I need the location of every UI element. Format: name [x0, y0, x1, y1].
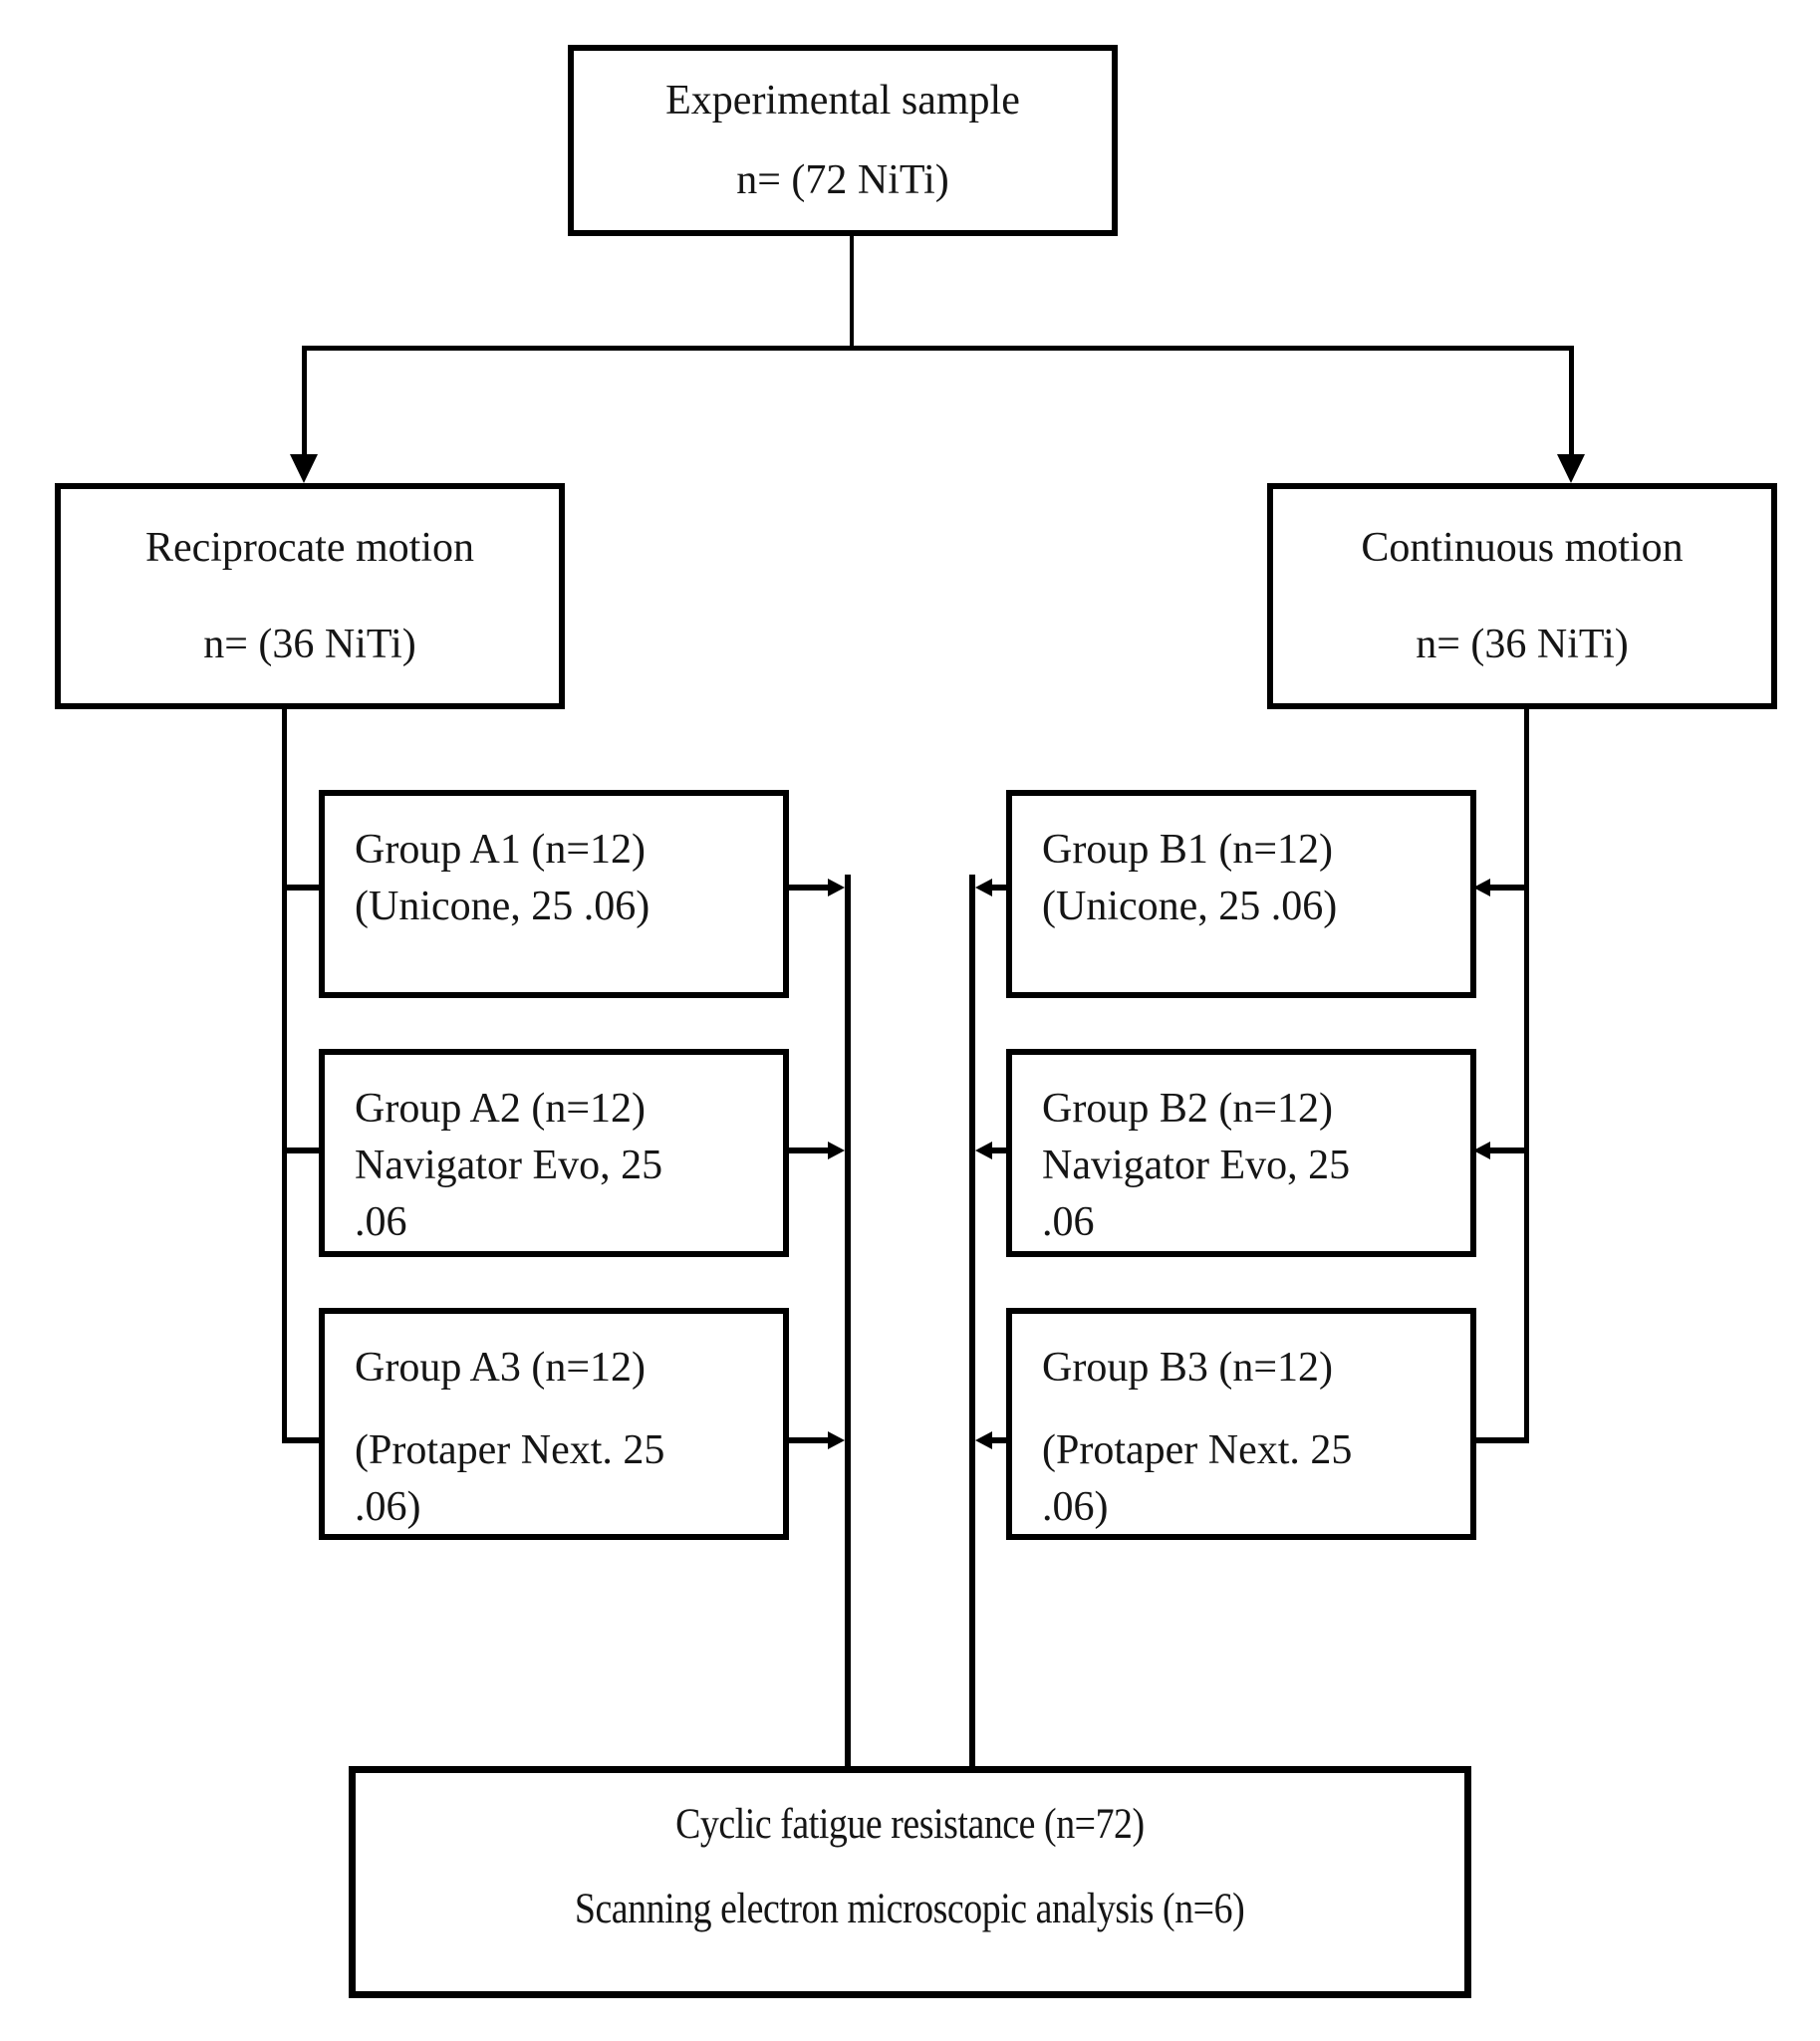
- node-line: Cyclic fatigue resistance (n=72): [675, 1801, 1145, 1848]
- connector-b3-out: [990, 1437, 1010, 1443]
- node-group-b1: Group B1 (n=12) (Unicone, 25 .06): [1006, 790, 1476, 998]
- node-line: Group A1 (n=12): [355, 827, 646, 873]
- node-line: Experimental sample: [665, 77, 1020, 124]
- node-line: Navigator Evo, 25: [1042, 1143, 1351, 1188]
- arrow-into-b2-icon: [1473, 1142, 1490, 1159]
- node-line: .06: [355, 1199, 407, 1245]
- node-line: (Unicone, 25 .06): [1042, 884, 1338, 929]
- connector-stub-a2: [282, 1148, 325, 1153]
- node-line: .06): [355, 1484, 421, 1530]
- node-line: Group A3 (n=12): [355, 1345, 646, 1391]
- node-outcome: Cyclic fatigue resistance (n=72) Scannin…: [349, 1766, 1471, 1998]
- node-line: Scanning electron microscopic analysis (…: [575, 1885, 1245, 1932]
- node-line: Reciprocate motion: [144, 525, 475, 572]
- node-line: n= (36 NiTi): [203, 621, 416, 667]
- node-line: Navigator Evo, 25: [355, 1143, 663, 1188]
- arrow-a1-collector-icon: [828, 879, 845, 896]
- node-group-a3: Group A3 (n=12) (Protaper Next. 25 .06): [319, 1308, 789, 1540]
- node-line: (Unicone, 25 .06): [355, 884, 650, 929]
- node-line: Group B3 (n=12): [1042, 1345, 1333, 1391]
- node-line: (Protaper Next. 25: [355, 1427, 665, 1473]
- node-group-a2: Group A2 (n=12) Navigator Evo, 25 .06: [319, 1049, 789, 1257]
- connector-right-drop: [1569, 346, 1574, 455]
- node-group-a1: Group A1 (n=12) (Unicone, 25 .06): [319, 790, 789, 998]
- arrow-b3-collector-icon: [975, 1431, 992, 1449]
- arrow-a2-collector-icon: [828, 1142, 845, 1159]
- connector-feeder-right: [1524, 707, 1529, 1443]
- connector-rb3-in: [1474, 1437, 1529, 1443]
- node-continuous-motion: Continuous motion n= (36 NiTi): [1267, 483, 1777, 709]
- node-line: Group A2 (n=12): [355, 1086, 646, 1132]
- node-line: .06): [1042, 1484, 1109, 1530]
- arrow-down-right-icon: [1557, 454, 1585, 483]
- node-experimental-sample: Experimental sample n= (72 NiTi): [568, 45, 1118, 236]
- arrow-down-left-icon: [290, 454, 318, 483]
- connector-top-stem: [850, 236, 854, 348]
- connector-rb1-in: [1488, 885, 1529, 891]
- connector-collector-left: [845, 875, 851, 1766]
- node-line: (Protaper Next. 25: [1042, 1427, 1353, 1473]
- connector-a3-out: [783, 1437, 829, 1443]
- connector-stub-a3: [282, 1437, 325, 1443]
- node-line: n= (72 NiTi): [736, 157, 949, 203]
- connector-rb2-in: [1488, 1148, 1529, 1153]
- node-line: Group B1 (n=12): [1042, 827, 1333, 873]
- node-group-b3: Group B3 (n=12) (Protaper Next. 25 .06): [1006, 1308, 1476, 1540]
- node-group-b2: Group B2 (n=12) Navigator Evo, 25 .06: [1006, 1049, 1476, 1257]
- arrow-into-b1-icon: [1473, 879, 1490, 896]
- connector-split-bar: [302, 346, 1574, 351]
- node-line: .06: [1042, 1199, 1095, 1245]
- connector-feeder-left: [282, 707, 287, 1443]
- arrow-b1-collector-icon: [975, 879, 992, 896]
- connector-stub-a1: [282, 885, 325, 891]
- node-line: Group B2 (n=12): [1042, 1086, 1333, 1132]
- node-line: n= (36 NiTi): [1416, 621, 1629, 667]
- connector-b1-out: [990, 885, 1010, 891]
- connector-a1-out: [783, 885, 829, 891]
- node-line: Continuous motion: [1361, 525, 1684, 572]
- connector-collector-right: [969, 875, 975, 1766]
- connector-b2-out: [990, 1148, 1010, 1153]
- arrow-b2-collector-icon: [975, 1142, 992, 1159]
- connector-left-drop: [302, 346, 307, 455]
- connector-a2-out: [783, 1148, 829, 1153]
- arrow-a3-collector-icon: [828, 1431, 845, 1449]
- node-reciprocate-motion: Reciprocate motion n= (36 NiTi): [55, 483, 565, 709]
